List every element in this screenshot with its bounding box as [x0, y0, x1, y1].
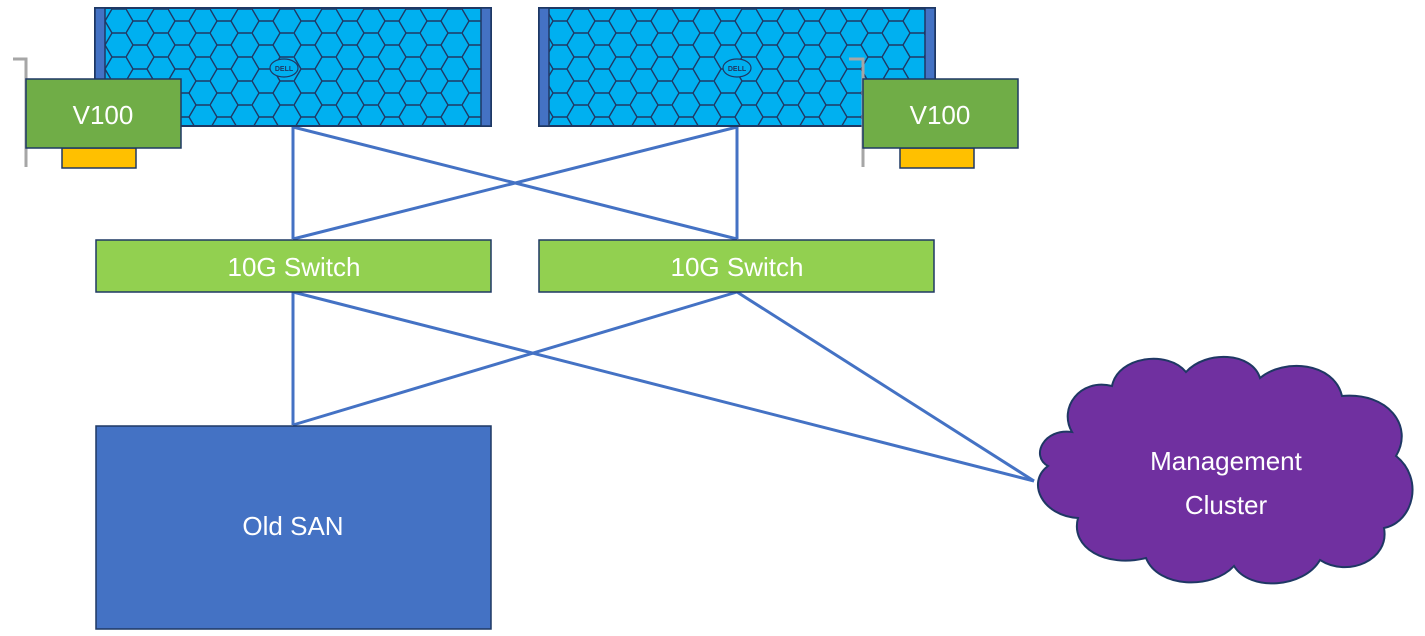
management-cluster-cloud: Management Cluster	[1037, 355, 1414, 585]
gpu-left-label: V100	[73, 100, 134, 130]
link-server-right-switch-left	[292, 125, 738, 241]
gpu-right-connector	[899, 147, 975, 169]
cloud-label-line1: Management	[1150, 446, 1303, 476]
server-left-cap-right	[480, 7, 492, 127]
switch-right-label: 10G Switch	[671, 252, 804, 282]
switch-left: 10G Switch	[95, 239, 492, 293]
gpu-left-board	[25, 78, 182, 149]
switch-left-label: 10G Switch	[228, 252, 361, 282]
gpu-left-bracket	[13, 57, 28, 167]
link-switch-left-cloud	[292, 290, 1035, 483]
gpu-left-connector	[61, 147, 137, 169]
server-right-cap-left	[538, 7, 550, 127]
links	[291, 125, 1035, 483]
switch-right: 10G Switch	[538, 239, 935, 293]
cloud-label-line2: Cluster	[1185, 490, 1268, 520]
dell-logo-right	[722, 58, 752, 78]
gpu-card-right: V100	[849, 57, 1019, 169]
san-label: Old SAN	[242, 511, 343, 541]
dell-logo-right-text: DELL	[728, 66, 747, 73]
san-storage: Old SAN	[95, 425, 492, 630]
link-switch-right-san	[292, 290, 738, 427]
gpu-card-left: V100	[13, 57, 182, 169]
link-switch-right-cloud	[736, 290, 1035, 483]
gpu-right-board	[862, 78, 1019, 149]
gpu-right-label: V100	[910, 100, 971, 130]
dell-logo-left	[269, 58, 299, 78]
dell-logo-left-text: DELL	[275, 66, 294, 73]
